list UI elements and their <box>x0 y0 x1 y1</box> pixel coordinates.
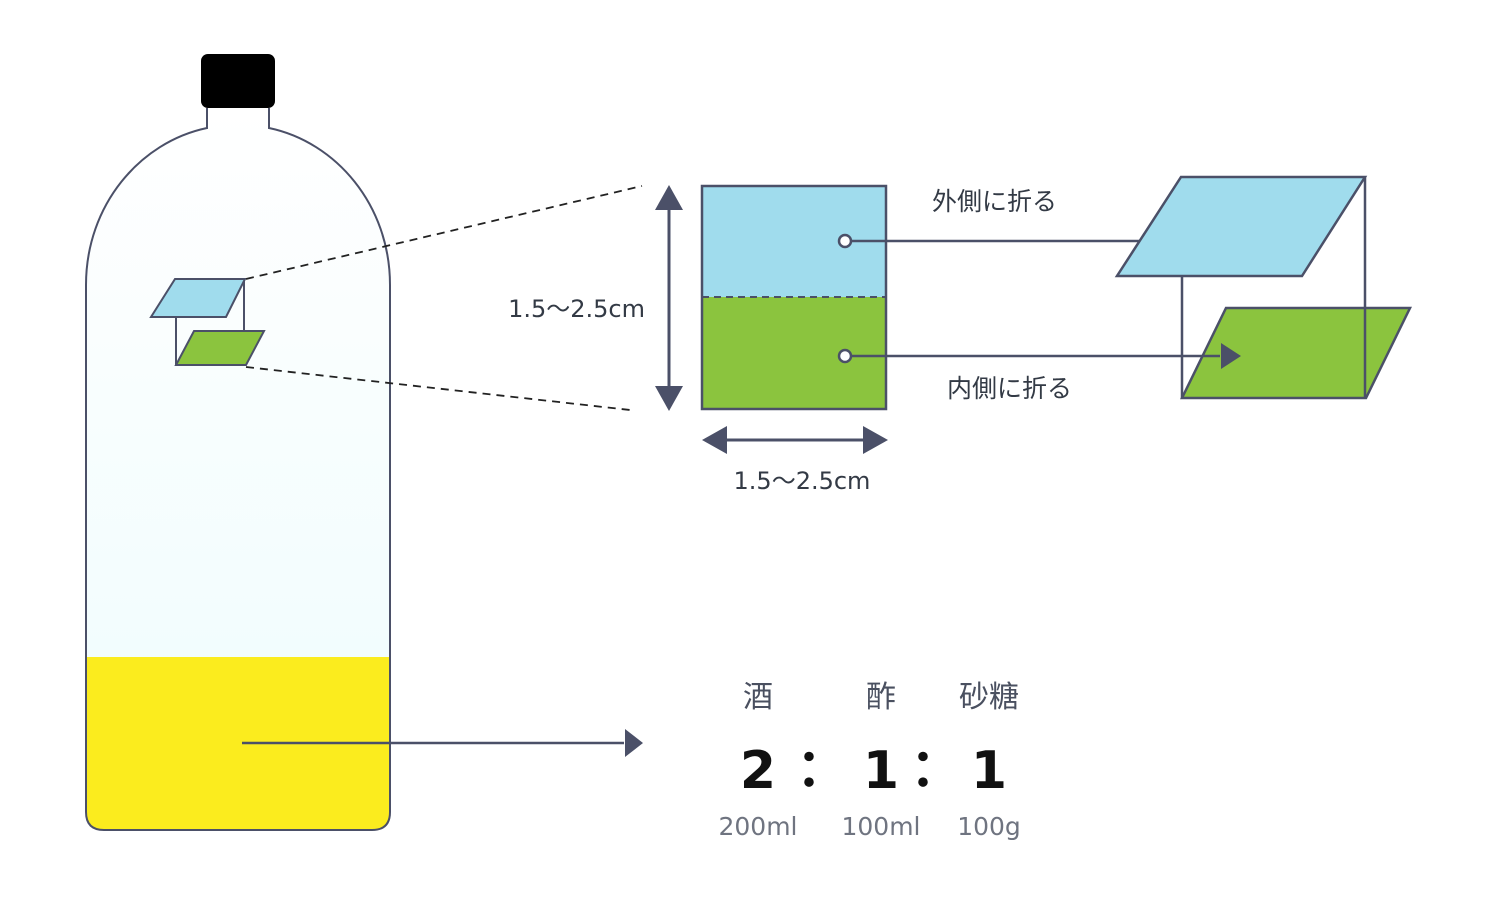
liquid-arrow <box>242 729 643 757</box>
small-outer-fold <box>149 278 247 318</box>
ratio-separator-2: ： <box>910 739 962 799</box>
bottle <box>85 54 391 831</box>
result-inner-fold <box>1179 306 1413 400</box>
ingredient-name-sake: 酒 <box>743 680 773 715</box>
bottle-flap-small <box>149 278 266 366</box>
height-dimension-label: 1.5〜2.5cm <box>508 295 645 323</box>
ratio-sugar: 1 <box>971 741 1007 801</box>
inner-fold-arrow <box>837 343 1241 369</box>
bottle-body <box>86 108 390 830</box>
ratio-vinegar: 1 <box>863 741 899 801</box>
ratio-separator-1: ： <box>796 739 848 799</box>
inner-fold-label: 内側に折る <box>947 374 1072 403</box>
amount-vinegar: 100ml <box>841 812 920 841</box>
bottle-cap <box>201 54 275 108</box>
ingredient-name-vinegar: 酢 <box>866 680 896 715</box>
bottle-outline <box>85 108 391 831</box>
small-inner-fold <box>174 330 266 366</box>
cut-lower-half <box>702 297 886 409</box>
amount-sake: 200ml <box>718 812 797 841</box>
height-dimension-arrow <box>655 185 683 411</box>
width-dimension-label: 1.5〜2.5cm <box>734 467 871 495</box>
ingredient-name-sugar: 砂糖 <box>959 680 1019 715</box>
recipe-ratio: 酒 酢 砂糖 2 ： 1 ： 1 200ml 100ml 100g <box>718 680 1020 841</box>
result-outer-fold <box>1114 175 1368 278</box>
amount-sugar: 100g <box>957 812 1021 841</box>
folded-result <box>1114 175 1413 400</box>
ratio-sake: 2 <box>740 741 776 801</box>
outer-fold-label: 外側に折る <box>932 187 1057 216</box>
cut-square <box>700 184 888 411</box>
zoom-guides <box>245 185 643 411</box>
width-dimension-arrow <box>702 426 888 454</box>
bottle-liquid <box>86 657 390 830</box>
